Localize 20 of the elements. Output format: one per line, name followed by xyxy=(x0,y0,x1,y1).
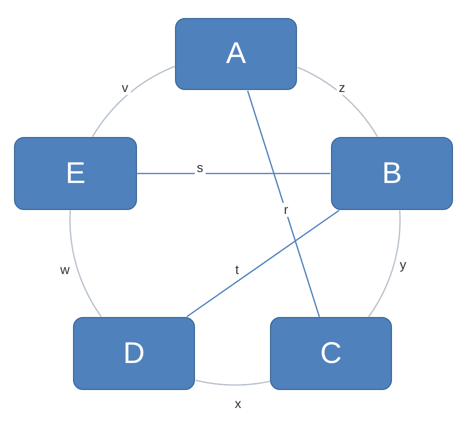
process-box xyxy=(270,317,392,390)
arc-connector xyxy=(195,380,270,386)
edge-label: t xyxy=(233,262,241,278)
arc-connector xyxy=(368,210,401,318)
process-box xyxy=(175,18,297,90)
node-label: E xyxy=(65,158,86,188)
connector-line xyxy=(186,210,340,318)
arc-connector xyxy=(69,210,102,317)
process-box xyxy=(14,137,137,210)
node-label: D xyxy=(123,338,145,368)
connector-line xyxy=(247,90,320,317)
connector-line xyxy=(137,172,330,174)
node-label: B xyxy=(382,158,402,188)
arc-connector xyxy=(92,66,176,138)
node-label: A xyxy=(226,39,246,69)
process-box xyxy=(73,317,195,390)
process-box xyxy=(331,137,453,210)
edge-label: r xyxy=(282,202,290,218)
arc-connector xyxy=(297,66,378,137)
node-label: C xyxy=(320,338,342,368)
